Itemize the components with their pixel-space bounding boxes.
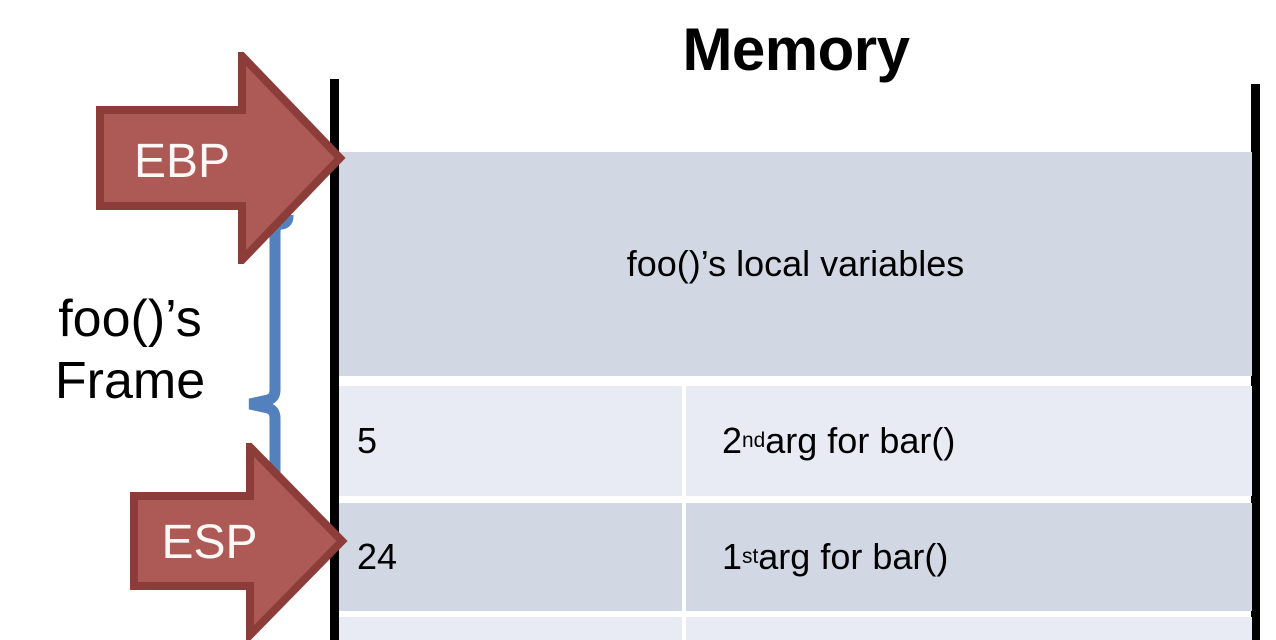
ebp-pointer-arrow: EBP (96, 52, 346, 264)
table-cell-value: 24 (339, 503, 682, 611)
page-title: Memory (682, 16, 910, 83)
memory-right-boundary-rule (1251, 84, 1260, 640)
memory-left-boundary-rule (330, 79, 339, 640)
frame-label: foo()’s Frame (6, 288, 254, 412)
frame-label-line-1: foo()’s (58, 290, 202, 348)
description-rest: arg for bar() (765, 420, 956, 461)
frame-label-line-2: Frame (54, 352, 206, 410)
ordinal-number: 1 (722, 536, 743, 577)
description-rest: arg for bar() (758, 536, 949, 577)
table-row (339, 617, 1252, 640)
table-row: foo()’s local variables (339, 152, 1252, 376)
table-cell-description (686, 617, 1252, 640)
table-cell-description: foo()’s local variables (339, 152, 1252, 376)
table-cell-value (339, 617, 682, 640)
ordinal-number: 2 (722, 420, 743, 461)
esp-pointer-arrow: ESP (130, 443, 348, 640)
table-cell-value: 5 (339, 386, 682, 496)
